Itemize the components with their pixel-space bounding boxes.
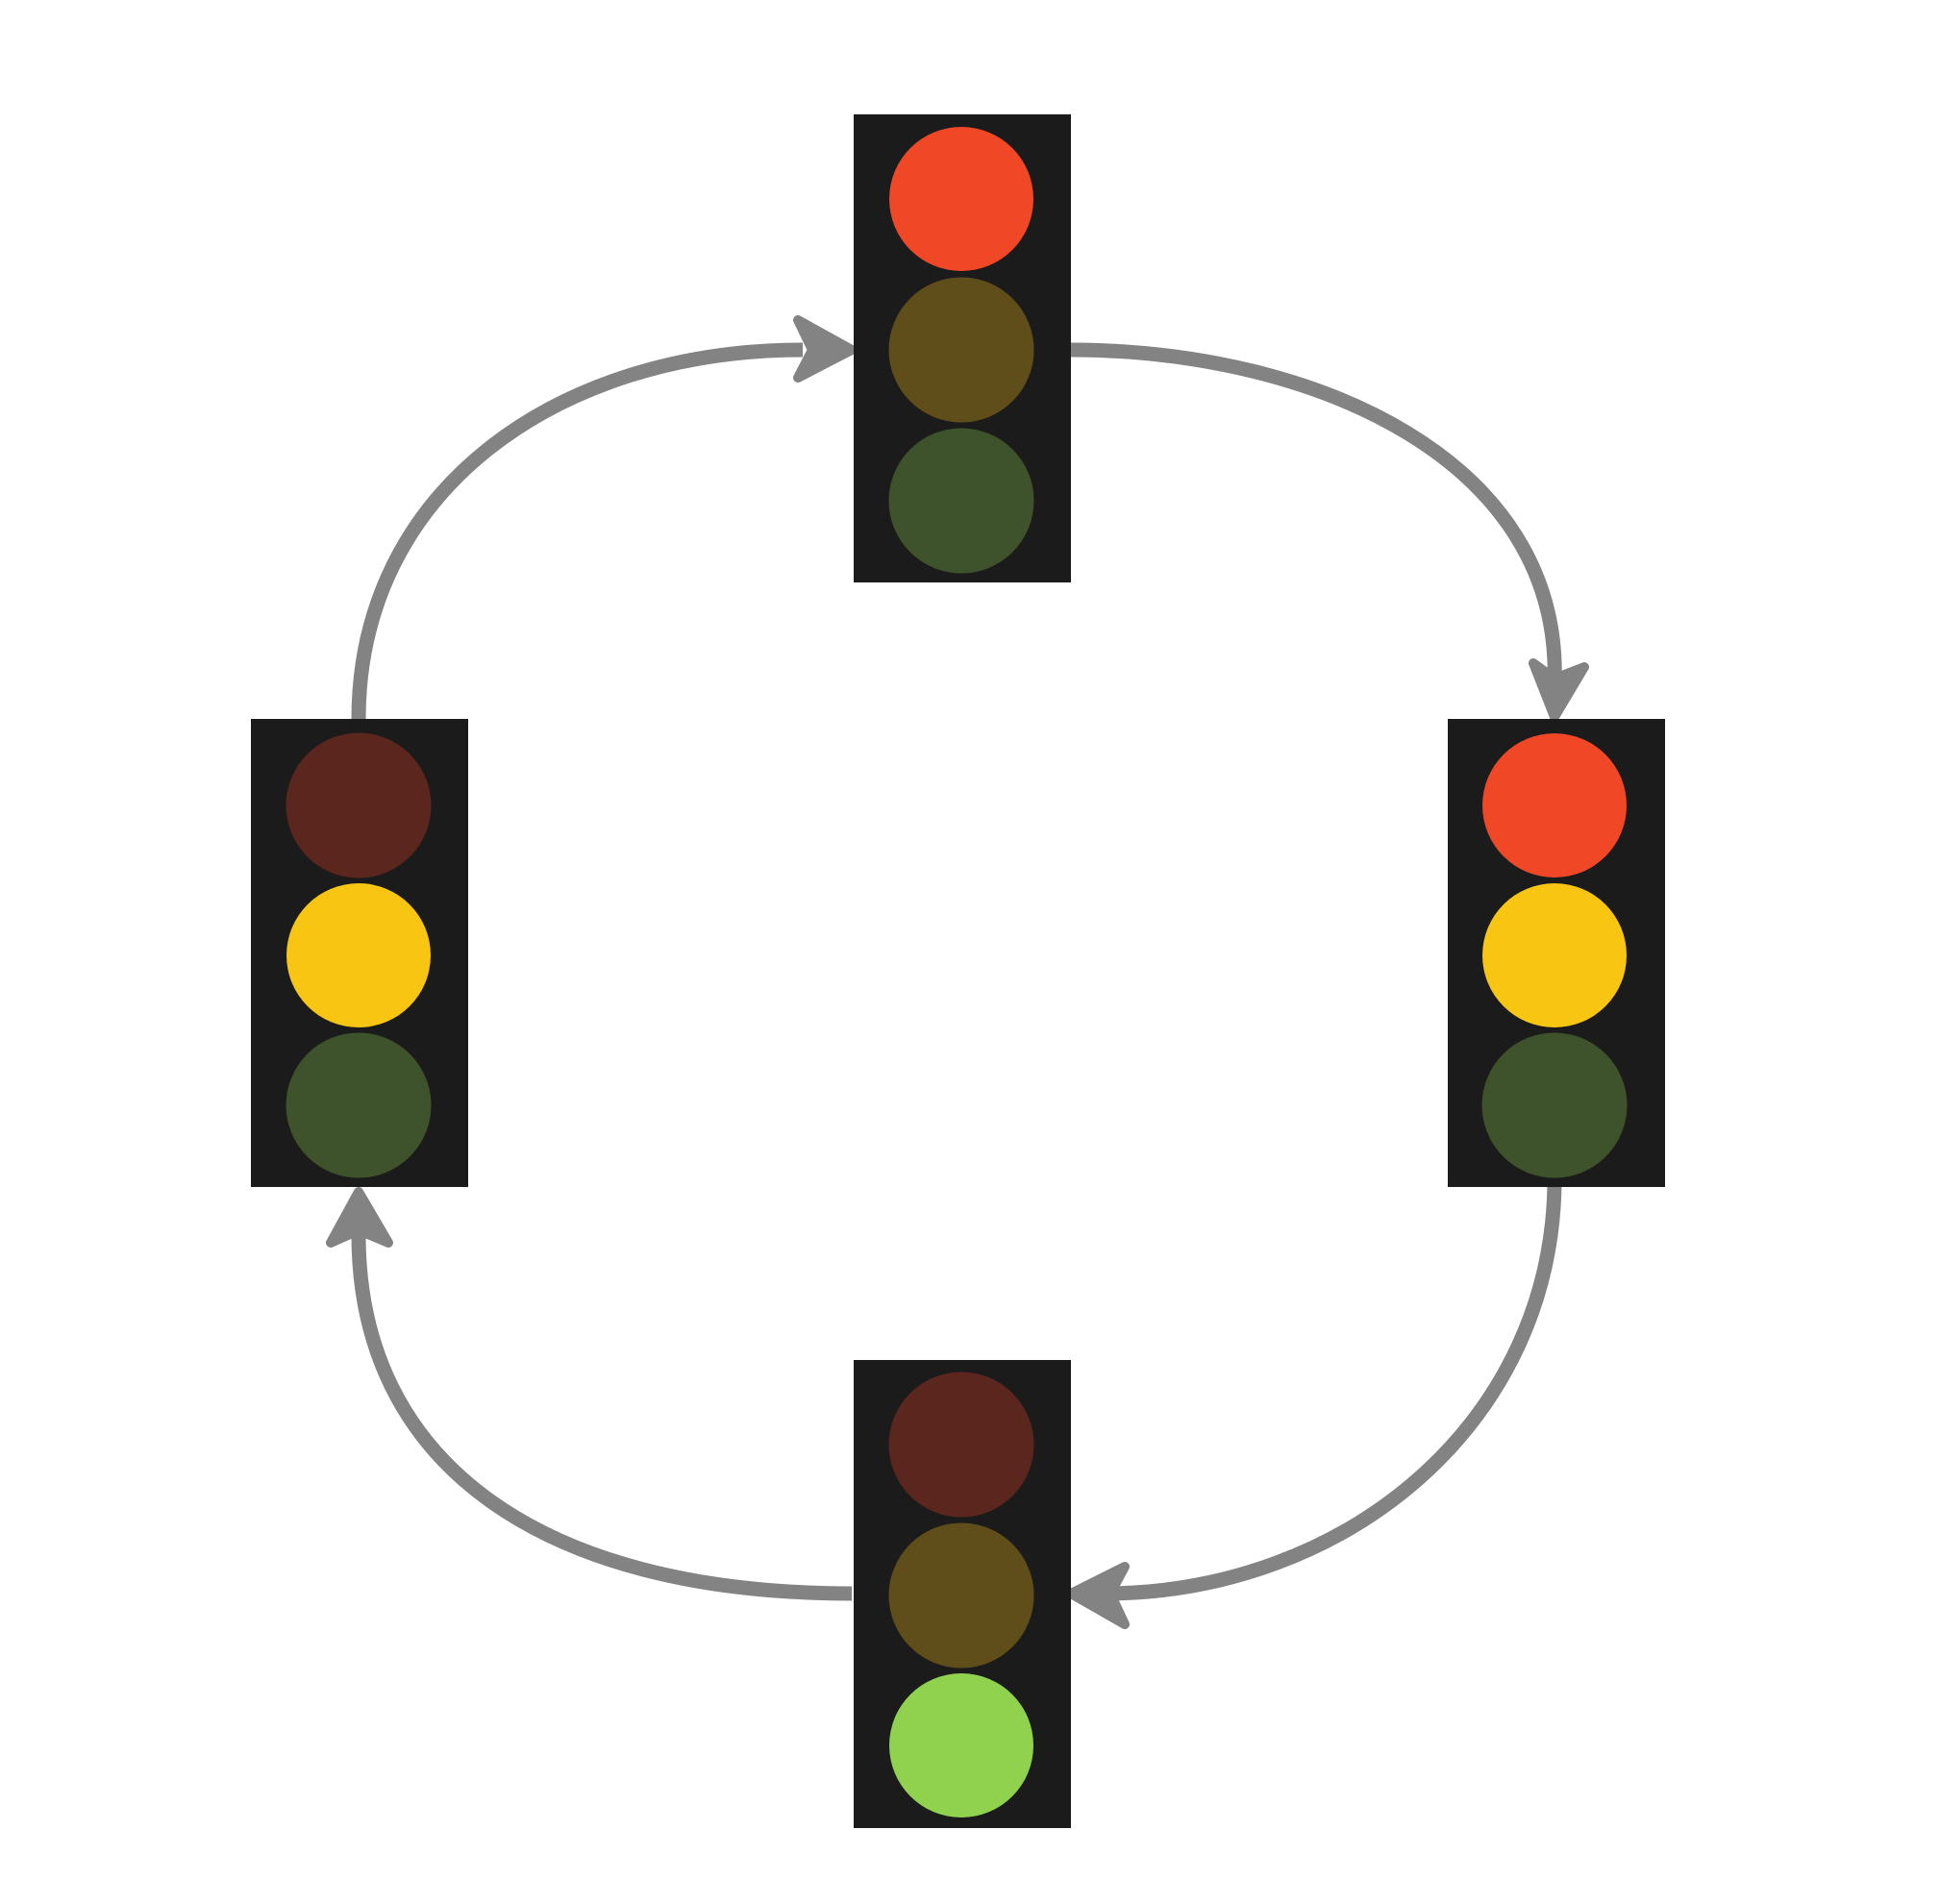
arrow-bottom-to-left	[351, 1234, 853, 1601]
arrowhead-left-to-top	[793, 315, 857, 383]
red-lamp	[888, 1372, 1034, 1518]
red-lamp	[286, 732, 432, 878]
red-lamp	[889, 127, 1033, 271]
arrow-top-to-right	[1069, 342, 1562, 683]
arrowhead-top-to-right	[1529, 658, 1589, 722]
green-lamp	[889, 1673, 1033, 1817]
green-lamp	[1481, 1032, 1628, 1178]
amber-lamp	[888, 1522, 1034, 1669]
transition-arrows	[326, 315, 1589, 1629]
arrow-right-to-bottom	[1103, 1177, 1562, 1601]
arrow-left-to-top	[351, 342, 804, 720]
amber-lamp	[286, 883, 431, 1027]
green-lamp	[888, 428, 1034, 574]
amber-lamp	[1482, 883, 1627, 1027]
red-lamp	[1482, 733, 1627, 878]
green-lamp	[286, 1032, 432, 1178]
arrowhead-bottom-to-left	[326, 1187, 393, 1248]
traffic-signal-top	[854, 114, 1071, 582]
traffic-signal-right	[1448, 719, 1665, 1187]
arrowhead-right-to-bottom	[1066, 1562, 1130, 1629]
traffic-signal-left	[251, 719, 468, 1187]
traffic-signal-bottom	[854, 1360, 1071, 1828]
amber-lamp	[888, 277, 1034, 423]
